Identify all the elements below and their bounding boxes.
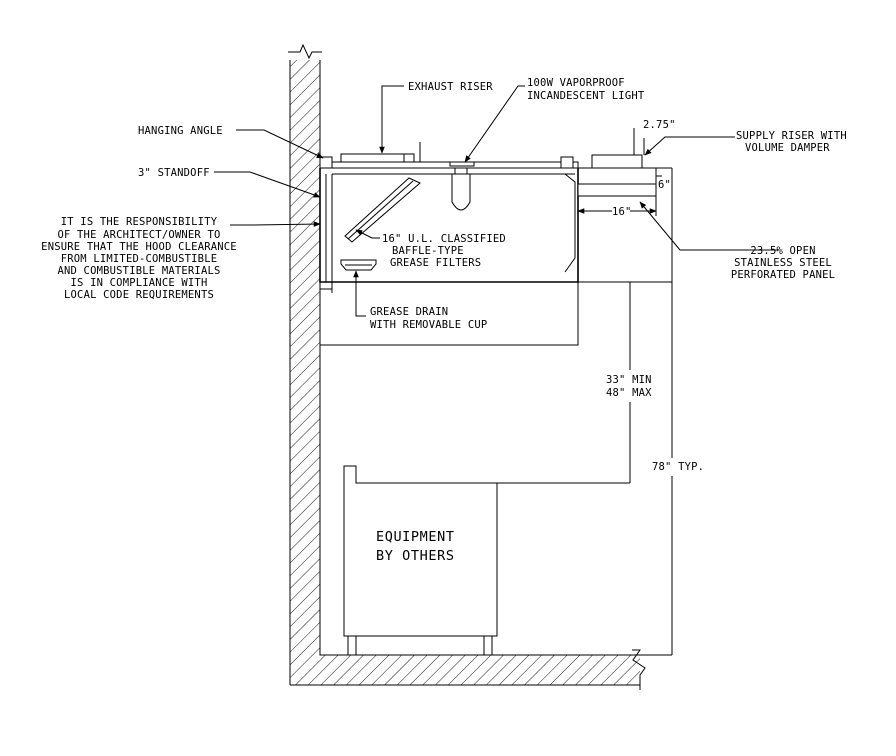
exhaust-riser: [340, 153, 415, 163]
label-supply-2: VOLUME DAMPER: [745, 142, 830, 154]
label-hanging-angle: HANGING ANGLE: [138, 125, 223, 137]
supply-riser-duct: [591, 154, 643, 169]
label-filters-2: BAFFLE-TYPE: [392, 245, 464, 257]
label-responsibility-3: ENSURE THAT THE HOOD CLEARANCE: [41, 241, 237, 253]
hanging-angle-right: [560, 156, 574, 169]
label-equipment-2: BY OTHERS: [376, 548, 455, 564]
wall-and-floor: [288, 43, 646, 690]
label-panel-1: 23.5% OPEN: [750, 245, 815, 257]
leaders: [214, 85, 778, 317]
equipment-leg-right: [483, 635, 493, 656]
label-supply-1: SUPPLY RISER WITH: [736, 130, 847, 142]
hood-top-plate: [319, 161, 579, 169]
clearance-box: [319, 282, 579, 346]
label-responsibility-1: IT IS THE RESPONSIBILITY: [61, 216, 218, 228]
label-dim-6: 6": [658, 179, 671, 191]
label-standoff: 3" STANDOFF: [138, 167, 210, 179]
label-78-typ: 78" TYP.: [652, 461, 704, 473]
label-panel-3: PERFORATED PANEL: [731, 269, 835, 281]
label-light-line2: INCANDESCENT LIGHT: [527, 90, 645, 102]
label-dim-16: 16": [612, 206, 632, 218]
label-responsibility-2: OF THE ARCHITECT/OWNER TO: [57, 229, 220, 241]
light-globe: [451, 174, 471, 211]
hanging-angle-left: [319, 156, 333, 169]
label-responsibility-5: AND COMBUSTIBLE MATERIALS: [57, 265, 220, 277]
annotations: EXHAUST RISER 100W VAPORPROOF INCANDESCE…: [41, 77, 847, 564]
label-responsibility-4: FROM LIMITED-COMBUSTIBLE: [61, 253, 218, 265]
perforated-panel: [564, 173, 576, 273]
label-equipment-1: EQUIPMENT: [376, 529, 455, 545]
label-filters-1: 16" U.L. CLASSIFIED: [382, 233, 506, 245]
label-light-line1: 100W VAPORPROOF: [527, 77, 625, 89]
label-drain-1: GREASE DRAIN: [370, 306, 448, 318]
dimensions: [497, 128, 673, 656]
equipment-leg-left: [347, 635, 357, 656]
label-dim-275: 2.75": [643, 119, 676, 131]
label-clearance-max: 48" MAX: [606, 387, 652, 399]
label-panel-2: STAINLESS STEEL: [734, 257, 832, 269]
label-clearance-min: 33" MIN: [606, 374, 652, 386]
supply-riser: [577, 154, 672, 197]
label-exhaust-riser: EXHAUST RISER: [408, 81, 493, 93]
grease-drain-cup: [340, 259, 377, 271]
equipment: [343, 465, 498, 656]
label-filters-3: GREASE FILTERS: [390, 257, 481, 269]
label-drain-2: WITH REMOVABLE CUP: [370, 319, 487, 331]
wall-break-mark: [288, 43, 322, 60]
floor-break-mark: [632, 649, 646, 690]
grease-filter: [344, 177, 421, 243]
label-responsibility-7: LOCAL CODE REQUIREMENTS: [64, 289, 214, 301]
volume-damper: [577, 183, 657, 197]
label-responsibility-6: IS IN COMPLIANCE WITH: [71, 277, 208, 289]
